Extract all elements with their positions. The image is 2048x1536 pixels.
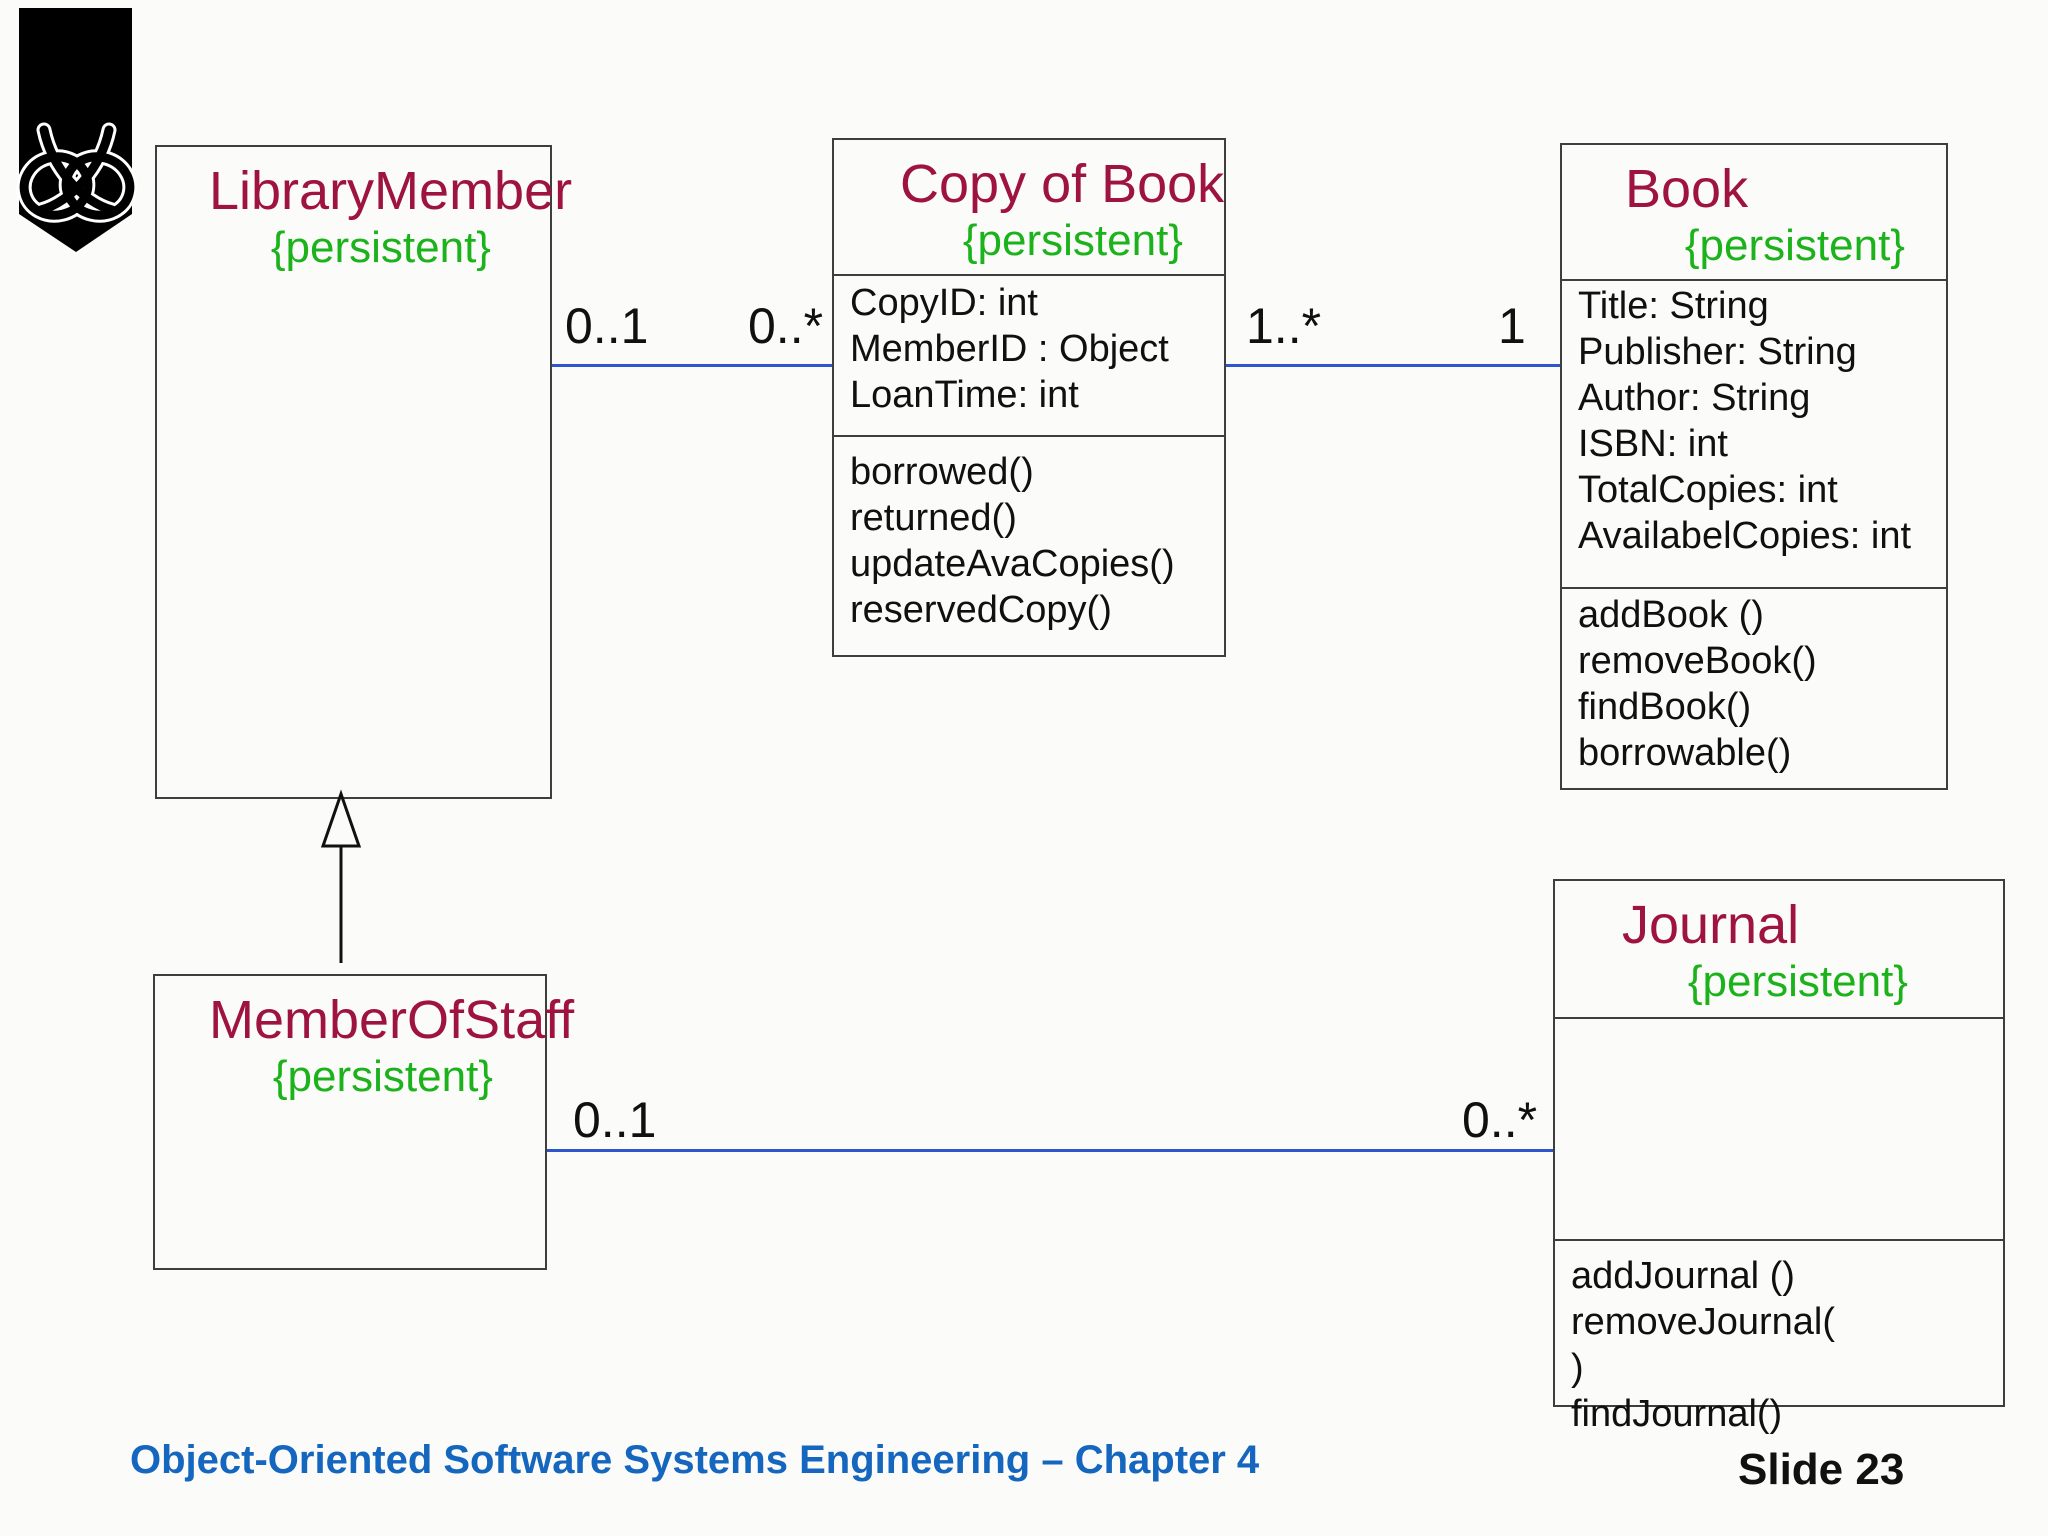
method-line: ) bbox=[1571, 1347, 1584, 1389]
method-line: findJournal() bbox=[1571, 1393, 1783, 1435]
compartment-divider bbox=[833, 435, 1225, 437]
association-line-librarymember-copyofbook bbox=[552, 364, 832, 367]
attribute-line: AvailabelCopies: int bbox=[1578, 515, 1912, 557]
attributes-compartment: Title: String Publisher: String Author: … bbox=[1562, 283, 1946, 559]
compartment-divider bbox=[1554, 1017, 2004, 1019]
methods-compartment: addBook () removeBook() findBook() borro… bbox=[1562, 592, 1946, 776]
method-line: borrowable() bbox=[1578, 732, 1792, 774]
institution-logo-icon bbox=[16, 8, 138, 252]
methods-compartment: addJournal () removeJournal( ) findJourn… bbox=[1555, 1253, 2003, 1437]
method-line: reservedCopy() bbox=[850, 589, 1112, 631]
association-line-memberofstaff-journal bbox=[547, 1149, 1553, 1152]
methods-compartment: borrowed() returned() updateAvaCopies() … bbox=[834, 449, 1224, 633]
class-stereotype-copy-of-book: {persistent} bbox=[962, 216, 1183, 265]
class-stereotype-librarymember: {persistent} bbox=[270, 223, 491, 272]
attribute-line: Title: String bbox=[1578, 285, 1769, 327]
multiplicity-label: 1 bbox=[1498, 298, 1526, 354]
footer-course-title: Object-Oriented Software Systems Enginee… bbox=[130, 1438, 1260, 1482]
compartment-divider bbox=[833, 274, 1225, 276]
method-line: removeJournal( bbox=[1571, 1301, 1835, 1343]
method-line: findBook() bbox=[1578, 686, 1752, 728]
class-title-librarymember: LibraryMember bbox=[209, 161, 573, 221]
generalization-arrow bbox=[320, 789, 362, 963]
method-line: returned() bbox=[850, 497, 1017, 539]
compartment-divider bbox=[1554, 1239, 2004, 1241]
class-title-journal: Journal bbox=[1622, 895, 1800, 955]
slide-number: Slide 23 bbox=[1738, 1445, 1905, 1494]
method-line: addJournal () bbox=[1571, 1255, 1795, 1297]
attribute-line: TotalCopies: int bbox=[1578, 469, 1838, 511]
attribute-line: Author: String bbox=[1578, 377, 1811, 419]
attribute-line: ISBN: int bbox=[1578, 423, 1728, 465]
class-title-book: Book bbox=[1625, 159, 1749, 219]
method-line: borrowed() bbox=[850, 451, 1034, 493]
attribute-line: CopyID: int bbox=[850, 282, 1038, 324]
compartment-divider bbox=[1561, 587, 1947, 589]
class-box-librarymember: LibraryMember {persistent} bbox=[155, 145, 573, 799]
attribute-line: MemberID : Object bbox=[850, 328, 1169, 370]
class-title-memberofstaff: MemberOfStaff bbox=[209, 990, 575, 1050]
method-line: addBook () bbox=[1578, 594, 1764, 636]
method-line: removeBook() bbox=[1578, 640, 1817, 682]
method-line: updateAvaCopies() bbox=[850, 543, 1175, 585]
class-stereotype-journal: {persistent} bbox=[1687, 957, 1908, 1006]
attribute-line: Publisher: String bbox=[1578, 331, 1857, 373]
class-stereotype-memberofstaff: {persistent} bbox=[272, 1052, 493, 1101]
class-box-journal: Journal {persistent} addJournal () remov… bbox=[1553, 879, 2005, 1435]
class-box-book: Book {persistent} Title: String Publishe… bbox=[1560, 143, 1948, 790]
class-stereotype-book: {persistent} bbox=[1684, 221, 1905, 270]
multiplicity-label: 0..* bbox=[748, 298, 824, 354]
multiplicity-label: 0..1 bbox=[573, 1092, 657, 1148]
association-line-copyofbook-book bbox=[1226, 364, 1560, 367]
multiplicity-label: 1..* bbox=[1246, 298, 1322, 354]
class-box-memberofstaff: MemberOfStaff {persistent} bbox=[153, 974, 575, 1270]
class-title-copy-of-book: Copy of Book bbox=[900, 154, 1225, 214]
compartment-divider bbox=[1561, 279, 1947, 281]
multiplicity-label: 0..* bbox=[1462, 1092, 1538, 1148]
attributes-compartment: CopyID: int MemberID : Object LoanTime: … bbox=[834, 280, 1224, 418]
attribute-line: LoanTime: int bbox=[850, 374, 1079, 416]
multiplicity-label: 0..1 bbox=[565, 298, 649, 354]
class-box-copy-of-book: Copy of Book {persistent} CopyID: int Me… bbox=[832, 138, 1226, 657]
